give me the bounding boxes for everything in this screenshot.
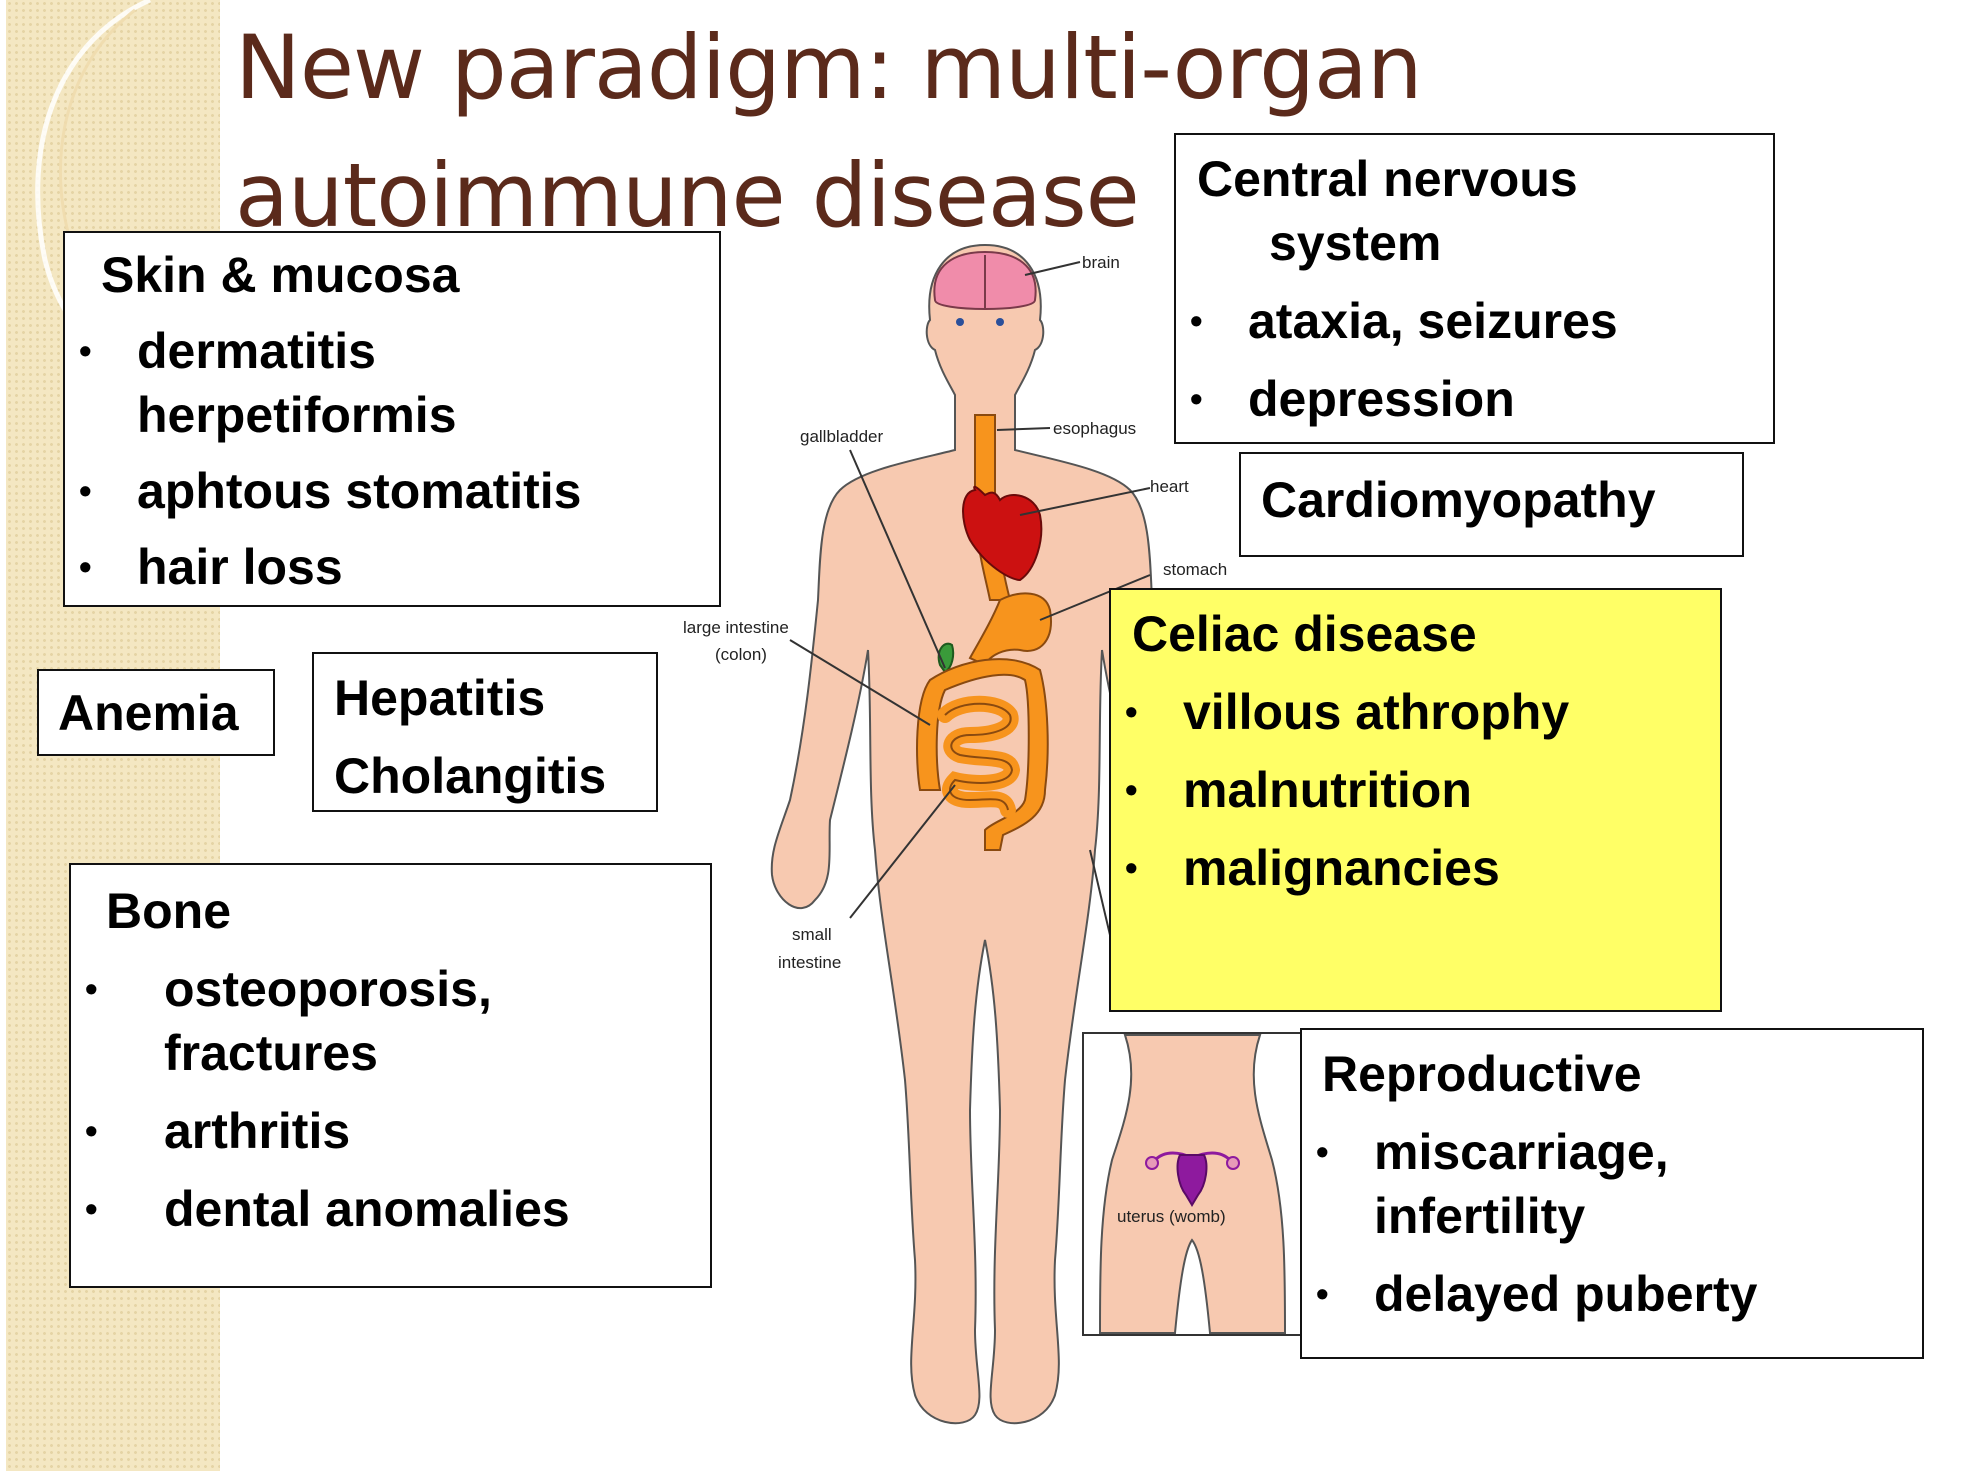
celiac-list: villous athrophy malnutrition malignanci… <box>1111 680 1720 900</box>
list-item: hair loss <box>65 535 719 599</box>
leader-lines <box>789 261 1151 936</box>
list-item: malignancies <box>1111 836 1720 900</box>
list-item: aphtous stomatitis <box>65 459 719 523</box>
anemia-label: Anemia <box>58 685 239 741</box>
reproductive-list: miscarriage,infertility delayed puberty <box>1302 1120 1922 1326</box>
large-intestine-organ <box>916 658 1049 851</box>
list-item: osteoporosis,fractures <box>71 957 710 1085</box>
slide-title: New paradigm: multi-organ autoimmune dis… <box>235 4 1423 260</box>
bone-box: Bone osteoporosis,fractures arthritis de… <box>69 863 712 1288</box>
list-item: arthritis <box>71 1099 710 1163</box>
cardiomyopathy-box: Cardiomyopathy <box>1239 452 1744 557</box>
list-item: miscarriage,infertility <box>1302 1120 1922 1248</box>
list-item: delayed puberty <box>1302 1262 1922 1326</box>
list-item: depression <box>1176 367 1773 431</box>
list-item: dental anomalies <box>71 1177 710 1241</box>
celiac-heading: Celiac disease <box>1132 606 1477 662</box>
heart-organ <box>962 485 1043 582</box>
skin-mucosa-heading: Skin & mucosa <box>101 247 460 303</box>
uterus-organ <box>1176 1154 1208 1207</box>
celiac-disease-box: Celiac disease villous athrophy malnutri… <box>1109 588 1722 1012</box>
stomach-organ <box>968 592 1052 667</box>
bone-heading: Bone <box>106 883 231 939</box>
reproductive-heading: Reproductive <box>1322 1046 1642 1102</box>
reproductive-box: Reproductive miscarriage,infertility del… <box>1300 1028 1924 1359</box>
cns-list: ataxia, seizures depression <box>1176 289 1773 431</box>
small-intestine-label-2: intestine <box>778 953 841 972</box>
large-intestine-label: large intestine <box>683 618 789 637</box>
list-item: malnutrition <box>1111 758 1720 822</box>
cardiomyopathy-label: Cardiomyopathy <box>1261 472 1656 528</box>
brain-label: brain <box>1082 253 1120 272</box>
title-line-1: New paradigm: multi-organ <box>235 16 1423 119</box>
hepatitis-label: Hepatitis <box>334 670 546 726</box>
stomach-label: stomach <box>1163 560 1227 579</box>
uterus-label: uterus (womb) <box>1117 1207 1226 1226</box>
bone-list: osteoporosis,fractures arthritis dental … <box>71 957 710 1241</box>
esophagus-label: esophagus <box>1053 419 1136 438</box>
gallbladder-label: gallbladder <box>800 427 884 446</box>
liver-box: Hepatitis Cholangitis <box>312 652 658 812</box>
small-intestine-label: small <box>792 925 832 944</box>
cholangitis-label: Cholangitis <box>334 748 607 804</box>
list-item: villous athrophy <box>1111 680 1720 744</box>
large-intestine-label-2: (colon) <box>715 645 767 664</box>
anemia-box: Anemia <box>37 669 275 756</box>
pelvis-inset: uterus (womb) <box>1082 1032 1302 1336</box>
list-item: ataxia, seizures <box>1176 289 1773 353</box>
small-intestine-organ <box>937 695 1021 818</box>
heart-label: heart <box>1150 477 1189 496</box>
title-line-2: autoimmune disease <box>235 144 1140 247</box>
